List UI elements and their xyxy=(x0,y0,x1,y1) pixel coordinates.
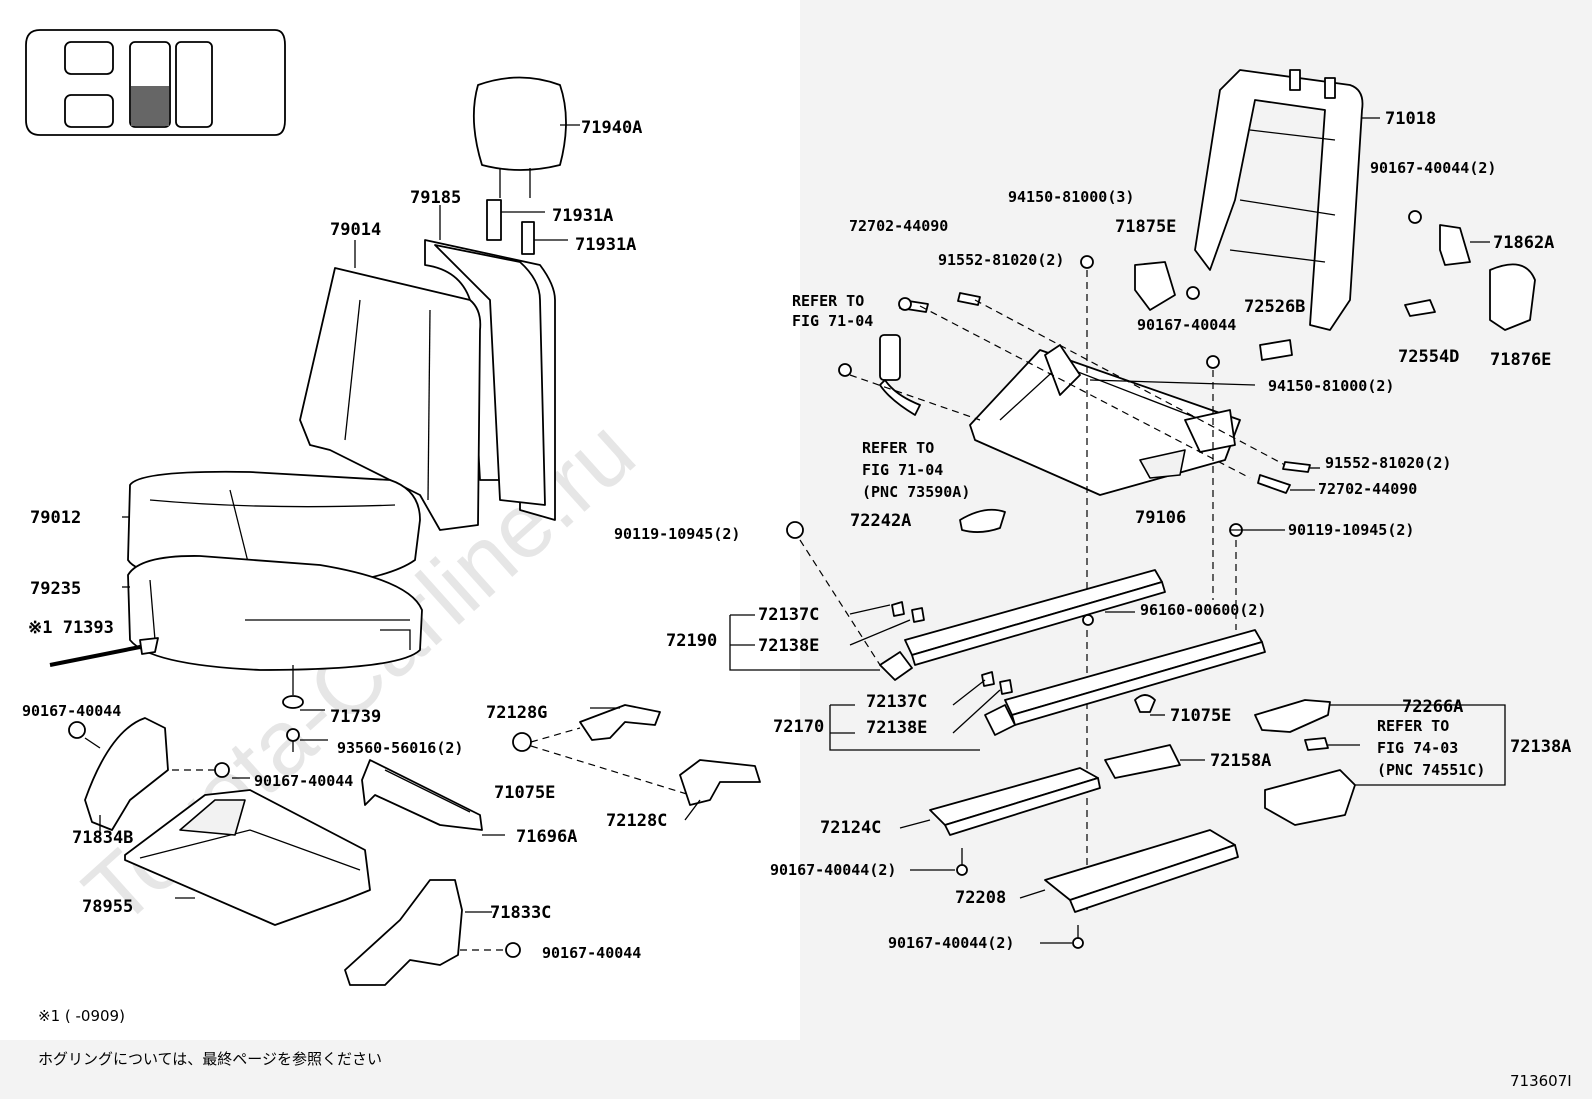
label-90167-40044-center: 90167-40044 xyxy=(1137,316,1236,334)
refer-fig-71-04-line2: FIG 71-04 xyxy=(792,312,873,330)
label-78955: 78955 xyxy=(82,897,133,917)
seatback-drawing xyxy=(299,240,482,531)
label-72526B: 72526B xyxy=(1244,297,1305,317)
label-90167-40044-2-b: 90167-40044(2) xyxy=(888,934,1014,952)
diagram-id: 713607I xyxy=(1510,1072,1572,1090)
label-90167-40044-bottom: 90167-40044 xyxy=(542,944,641,962)
seat-pan-drawing xyxy=(124,789,371,926)
label-79014: 79014 xyxy=(330,220,381,240)
trim-cover-72242A-drawing xyxy=(959,508,1006,533)
label-72158A: 72158A xyxy=(1210,751,1271,771)
side-bracket-drawing xyxy=(361,759,483,831)
label-71862A: 71862A xyxy=(1493,233,1554,253)
rail-covers-drawing xyxy=(1104,694,1356,826)
label-93560-56016: 93560-56016(2) xyxy=(337,739,463,757)
label-72128C: 72128C xyxy=(606,811,667,831)
label-71931A-2: 71931A xyxy=(575,235,636,255)
label-90167-40044-2-a: 90167-40044(2) xyxy=(770,861,896,879)
footer-note: ホグリングについては、最終ページを参照ください xyxy=(38,1050,382,1068)
label-72190: 72190 xyxy=(666,631,717,651)
right-background-panel xyxy=(800,0,1592,1099)
label-72208: 72208 xyxy=(955,888,1006,908)
footer-background xyxy=(0,1040,800,1099)
screw-drawing-middle xyxy=(172,762,230,778)
label-94150-81000-2: 94150-81000(2) xyxy=(1268,377,1394,395)
label-72137C-1: 72137C xyxy=(758,605,819,625)
label-79012: 79012 xyxy=(30,508,81,528)
rail-trims-drawing xyxy=(929,767,1239,949)
label-71931A-1: 71931A xyxy=(552,206,613,226)
label-90119-10945-left: 90119-10945(2) xyxy=(614,525,740,543)
label-71739: 71739 xyxy=(330,707,381,727)
refer-fig-74-03-line2: FIG 74-03 xyxy=(1377,739,1458,757)
refer-fig-74-03-line3: (PNC 74551C) xyxy=(1377,761,1485,779)
refer-fig-71-04-pnc-line2: FIG 71-04 xyxy=(862,461,943,479)
label-71876E: 71876E xyxy=(1490,350,1551,370)
lower-rail-assy-drawing xyxy=(981,523,1266,736)
label-71018: 71018 xyxy=(1385,109,1436,129)
label-72137C-2: 72137C xyxy=(866,692,927,712)
label-71393: ※1 71393 xyxy=(28,618,114,638)
label-71833C: 71833C xyxy=(490,903,551,923)
label-79235: 79235 xyxy=(30,579,81,599)
cushion-pad-drawing xyxy=(127,555,423,671)
label-79185: 79185 xyxy=(410,188,461,208)
label-72702-44090-b: 72702-44090 xyxy=(1318,480,1417,498)
refer-fig-71-04-pnc-line3: (PNC 73590A) xyxy=(862,483,970,501)
seat-base-frame-drawing xyxy=(969,344,1241,496)
label-90167-40044-left: 90167-40044 xyxy=(22,702,121,720)
label-71834B: 71834B xyxy=(72,828,133,848)
refer-fig-71-04-pnc-line1: REFER TO xyxy=(862,439,934,457)
seatback-cover-drawing xyxy=(424,205,556,521)
label-72554D: 72554D xyxy=(1398,347,1459,367)
wire-rod-drawing xyxy=(49,637,159,667)
label-72702-44090-a: 72702-44090 xyxy=(849,217,948,235)
label-71940A: 71940A xyxy=(581,118,642,138)
headrest-drawing xyxy=(472,76,580,198)
left-hinge-cover-drawing xyxy=(68,717,169,831)
recliner-parts-drawing xyxy=(1134,210,1536,361)
label-72242A: 72242A xyxy=(850,511,911,531)
seatbelt-buckle-drawing xyxy=(838,334,981,421)
label-71696A: 71696A xyxy=(516,827,577,847)
clip-and-screw-drawing xyxy=(282,665,304,752)
right-hinge-cover-drawing xyxy=(344,879,521,986)
part-labels: 71940A 79185 79014 71931A 71931A 79012 7… xyxy=(22,109,1571,962)
label-71075E-right: 71075E xyxy=(1170,706,1231,726)
label-96160-00600: 96160-00600(2) xyxy=(1140,601,1266,619)
label-72170: 72170 xyxy=(773,717,824,737)
label-71875E: 71875E xyxy=(1115,217,1176,237)
footnote-range: ※1 ( -0909) xyxy=(38,1007,125,1025)
bolts-upper-drawing xyxy=(898,255,1311,910)
trim-pieces-drawing xyxy=(512,704,761,806)
label-91552-81020-a: 91552-81020(2) xyxy=(938,251,1064,269)
label-94150-81000-3: 94150-81000(3) xyxy=(1008,188,1134,206)
label-72138A: 72138A xyxy=(1510,737,1571,757)
label-72138E-2: 72138E xyxy=(866,718,927,738)
label-90167-40044-middle: 90167-40044 xyxy=(254,772,353,790)
label-91552-81020-b: 91552-81020(2) xyxy=(1325,454,1451,472)
headrest-guides-drawing xyxy=(486,199,568,255)
seat-layout-icon xyxy=(25,29,286,136)
label-72128G: 72128G xyxy=(486,703,547,723)
leader-lines xyxy=(99,117,1506,944)
label-90167-40044-2-right: 90167-40044(2) xyxy=(1370,159,1496,177)
seatback-frame-drawing xyxy=(1194,69,1364,331)
label-79106: 79106 xyxy=(1135,508,1186,528)
refer-fig-71-04-line1: REFER TO xyxy=(792,292,864,310)
label-71075E-left: 71075E xyxy=(494,783,555,803)
upper-rail-assy-drawing xyxy=(786,521,1166,681)
refer-fig-74-03-line1: REFER TO xyxy=(1377,717,1449,735)
label-72266A: 72266A xyxy=(1402,697,1463,717)
label-90119-10945-right: 90119-10945(2) xyxy=(1288,521,1414,539)
label-72138E-1: 72138E xyxy=(758,636,819,656)
label-72124C: 72124C xyxy=(820,818,881,838)
